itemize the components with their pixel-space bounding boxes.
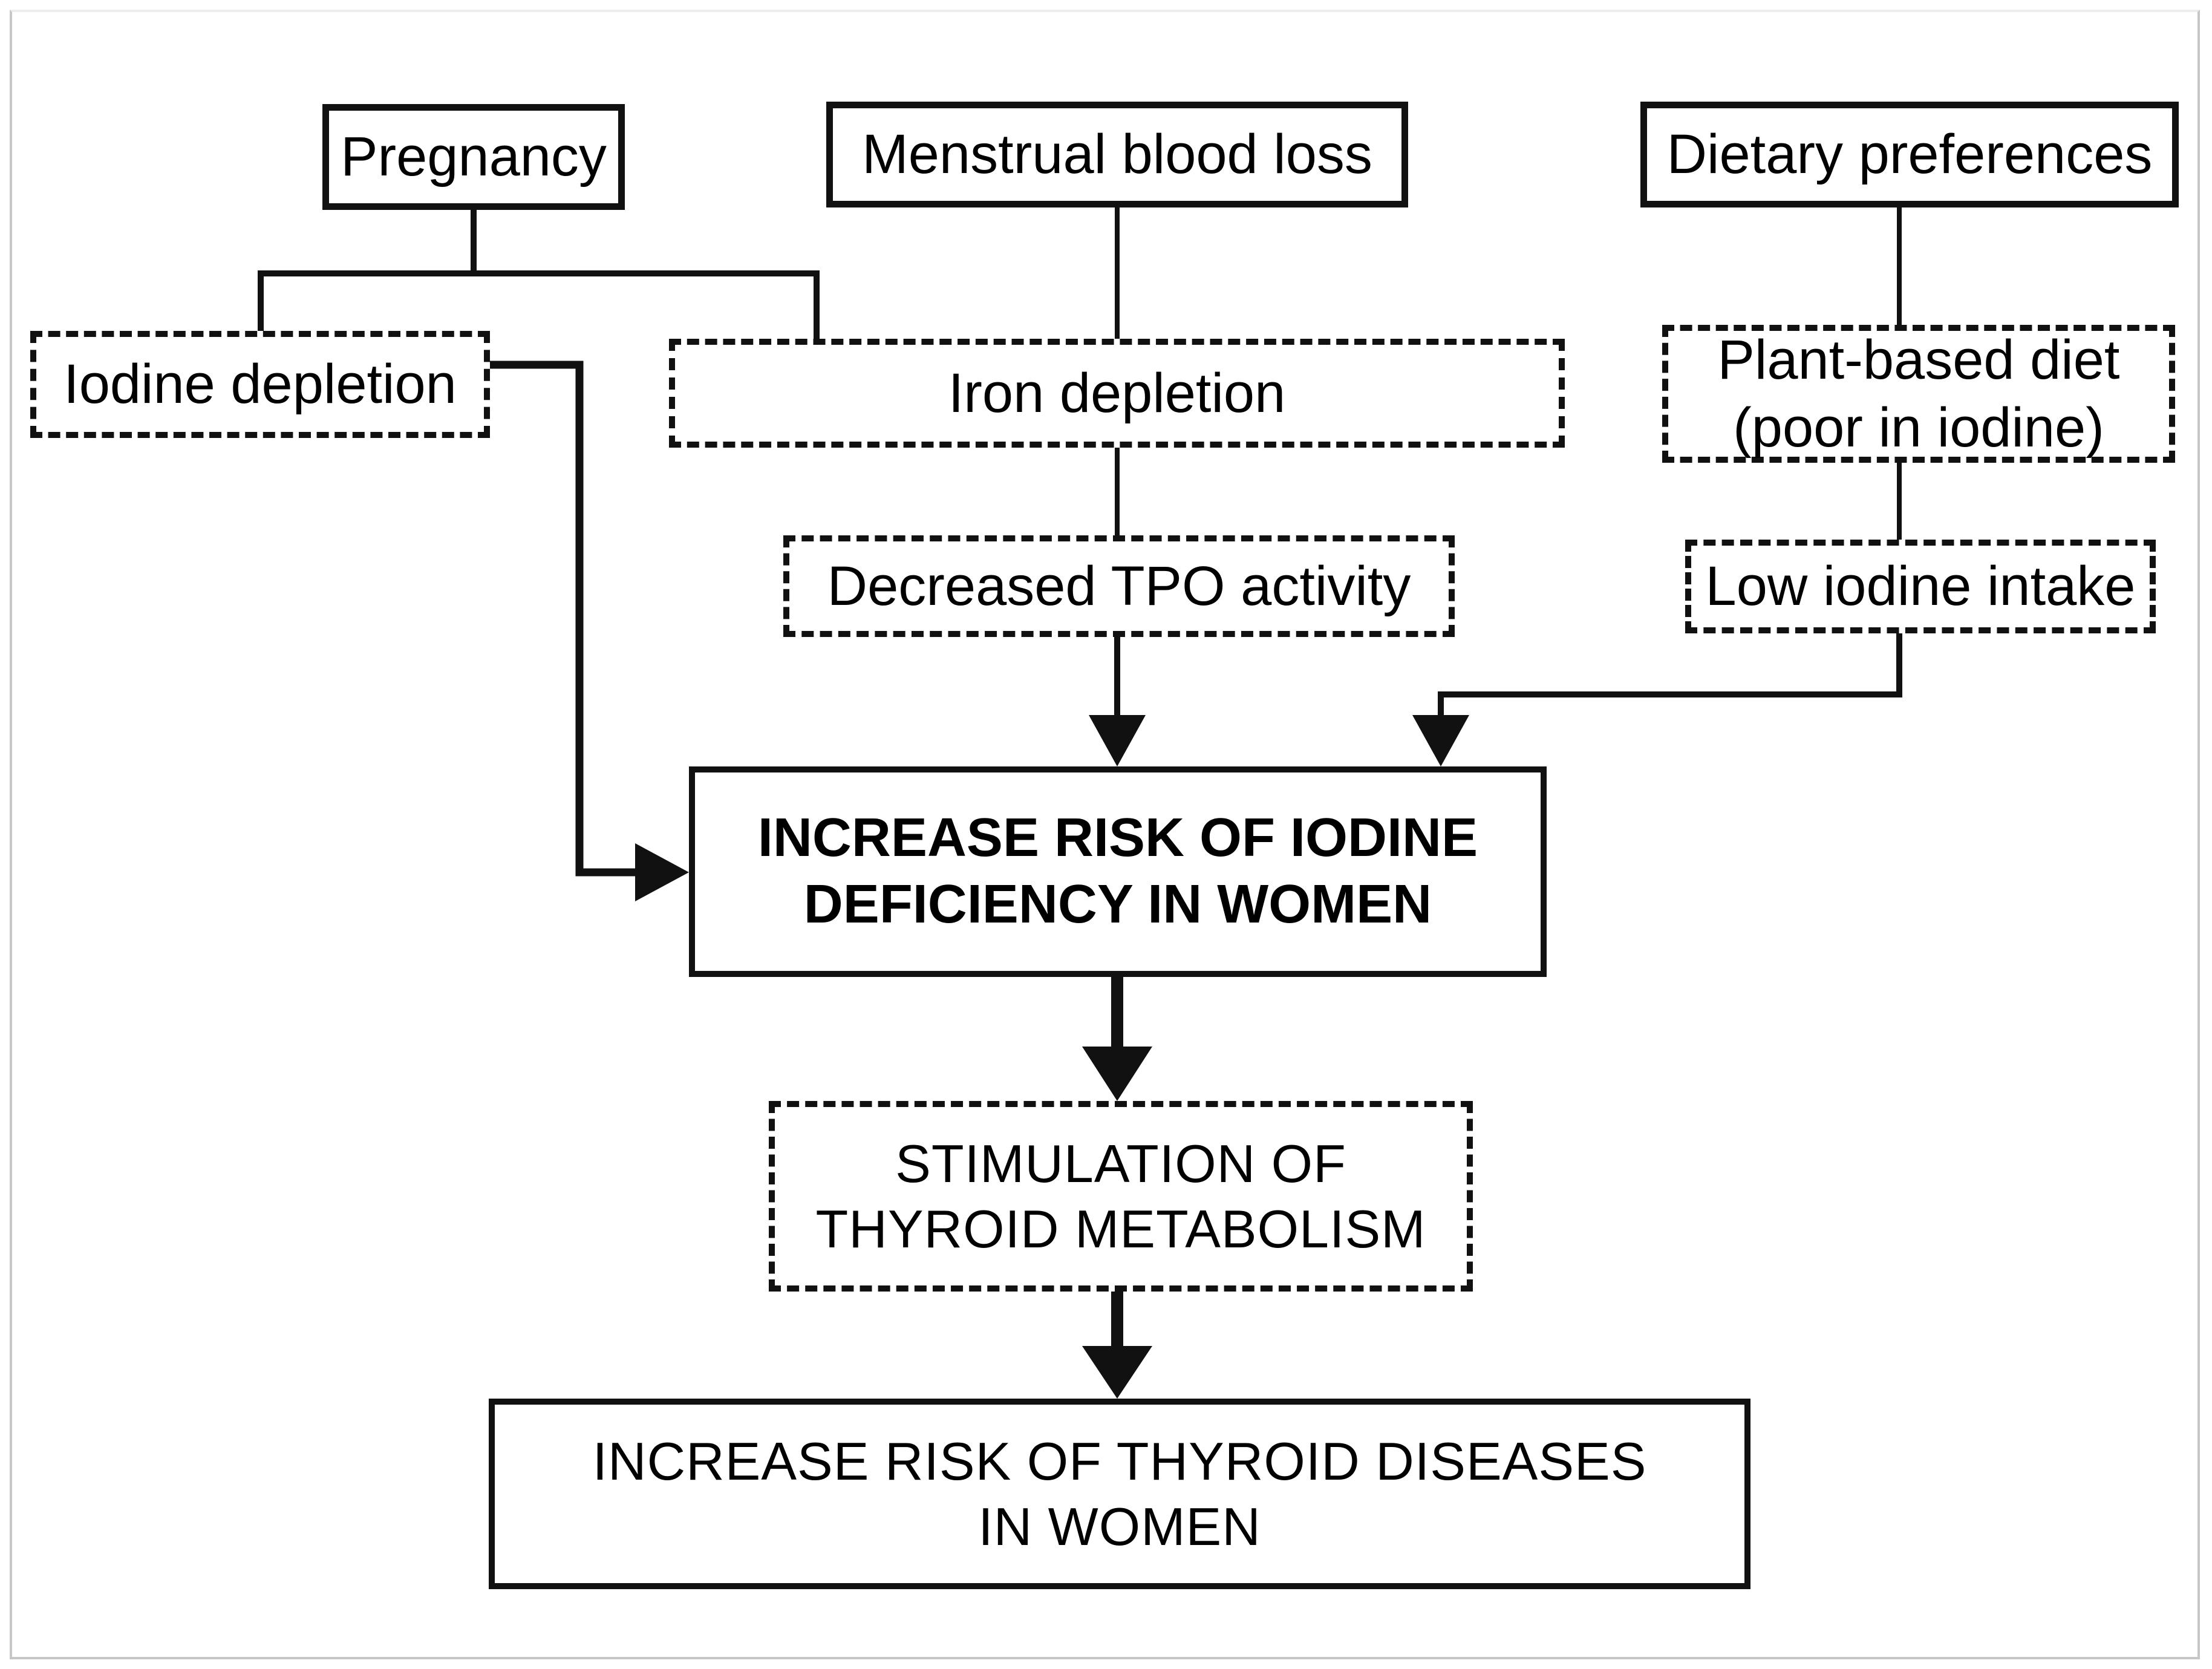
node-thyroid-disease-risk: INCREASE RISK OF THYROID DISEASES IN WOM… bbox=[489, 1399, 1750, 1589]
node-thyroid-stimulation-line2: THYROID METABOLISM bbox=[815, 1198, 1426, 1259]
node-low-iodine-intake: Low iodine intake bbox=[1685, 540, 2156, 633]
node-decreased-tpo-activity: Decreased TPO activity bbox=[783, 535, 1455, 637]
node-plant-based-diet-line2: (poor in iodine) bbox=[1733, 397, 2104, 459]
node-menstrual-blood-loss-label: Menstrual blood loss bbox=[862, 123, 1372, 186]
node-iodine-deficiency-risk: INCREASE RISK OF IODINE DEFICIENCY IN WO… bbox=[689, 766, 1547, 977]
node-low-iodine-intake-label: Low iodine intake bbox=[1705, 555, 2136, 618]
node-iodine-deficiency-risk-line1: INCREASE RISK OF IODINE bbox=[757, 808, 1478, 869]
node-thyroid-disease-risk-line2: IN WOMEN bbox=[978, 1496, 1261, 1556]
node-plant-based-diet-line1: Plant-based diet bbox=[1717, 328, 2120, 391]
node-dietary-preferences: Dietary preferences bbox=[1640, 102, 2179, 207]
node-iodine-depletion-label: Iodine depletion bbox=[64, 353, 457, 416]
node-pregnancy-label: Pregnancy bbox=[341, 126, 607, 188]
node-iodine-depletion: Iodine depletion bbox=[30, 331, 490, 438]
arrowhead-stimulation-to-disease bbox=[1082, 1346, 1152, 1399]
node-dietary-preferences-label: Dietary preferences bbox=[1666, 123, 2153, 186]
node-iodine-deficiency-risk-line2: DEFICIENCY IN WOMEN bbox=[803, 874, 1432, 935]
node-iron-depletion-label: Iron depletion bbox=[948, 362, 1286, 424]
node-pregnancy: Pregnancy bbox=[322, 104, 625, 210]
arrowhead-risk-to-stimulation bbox=[1082, 1047, 1152, 1101]
arrowhead-tpo-to-risk bbox=[1089, 715, 1146, 766]
node-thyroid-stimulation-line1: STIMULATION OF bbox=[895, 1134, 1346, 1194]
node-menstrual-blood-loss: Menstrual blood loss bbox=[826, 102, 1408, 207]
node-plant-based-diet: Plant-based diet (poor in iodine) bbox=[1662, 325, 2175, 463]
node-iron-depletion: Iron depletion bbox=[669, 339, 1565, 448]
arrowhead-low-iodine-to-risk bbox=[1412, 715, 1469, 766]
node-thyroid-stimulation: STIMULATION OF THYROID METABOLISM bbox=[769, 1101, 1473, 1292]
edge-iodine-depletion-to-risk bbox=[490, 361, 641, 877]
arrowhead-iodine-depletion-to-risk bbox=[635, 843, 689, 901]
node-thyroid-disease-risk-line1: INCREASE RISK OF THYROID DISEASES bbox=[592, 1431, 1647, 1492]
edge-low-iodine-to-risk bbox=[1438, 633, 1902, 723]
node-decreased-tpo-activity-label: Decreased TPO activity bbox=[827, 555, 1411, 617]
